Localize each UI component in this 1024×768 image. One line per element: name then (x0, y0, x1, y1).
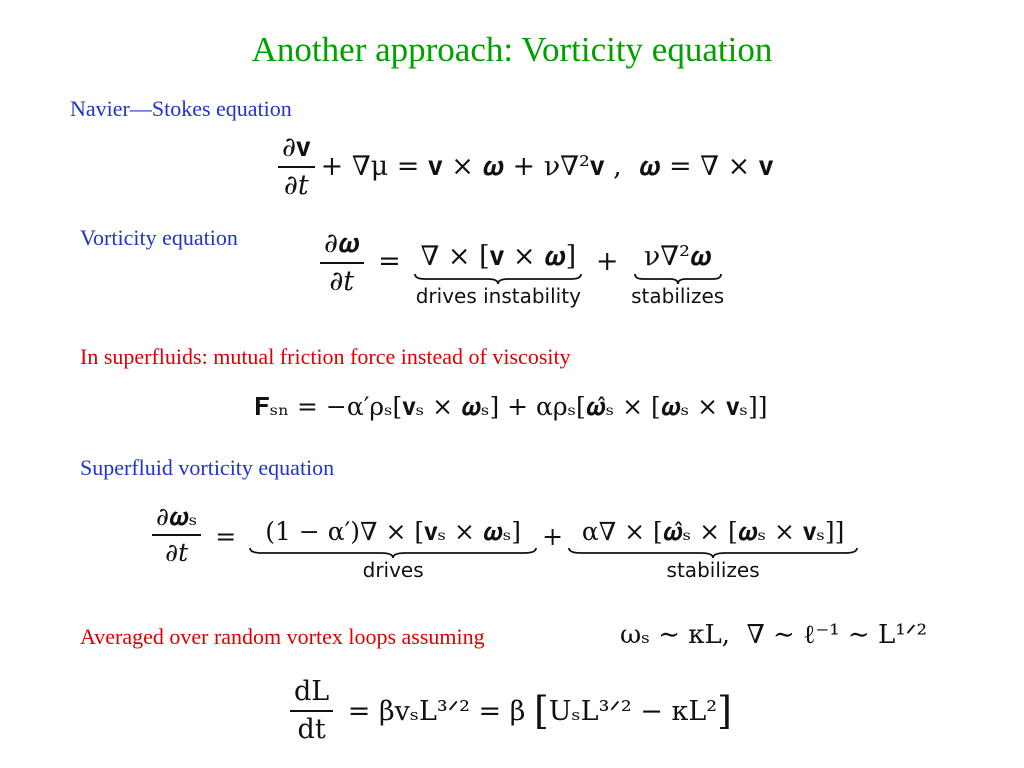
vort-denominator: ∂𝑡 (329, 266, 355, 298)
right-bracket: ] (717, 689, 732, 733)
slide-title: Another approach: Vorticity equation (251, 30, 773, 69)
assumption-formula: ωₛ ∼ κL, ∇ ∼ ℓ⁻¹ ∼ L¹ᐟ² (620, 620, 927, 650)
vort-term2: ν∇²𝝎 (643, 241, 712, 272)
ns-rhs: + ∇μ = 𝐯 × 𝝎 + ν∇²𝐯 , 𝝎 = ∇ × 𝐯 (320, 151, 774, 182)
vort-drives-term: ∇ × [𝐯 × 𝝎] drives instability (413, 242, 583, 307)
dLdt-rhs: = βvₛL³ᐟ² = β (339, 695, 534, 727)
vort-plus: + (587, 246, 628, 277)
underbrace-icon (633, 273, 722, 284)
underbrace-icon (568, 547, 859, 558)
superfluid-note: In superfluids: mutual friction force in… (80, 344, 571, 369)
navier-stokes-label: Navier—Stokes equation (70, 96, 292, 121)
ns-fraction: ∂𝐯 ∂𝑡 (278, 133, 315, 201)
dLdt-fraction: dL dt (290, 677, 334, 745)
vort-term1-caption: drives instability (415, 283, 581, 308)
friction-formula: 𝐅ₛₙ = −α′ρₛ[𝐯ₛ × 𝝎ₛ] + αρₛ[𝝎̂ₛ × [𝝎ₛ × 𝐯… (254, 392, 768, 421)
svort-term2-caption: stabilizes (666, 557, 760, 582)
navier-stokes-equation: ∂𝐯 ∂𝑡 + ∇μ = 𝐯 × 𝝎 + ν∇²𝐯 , 𝝎 = ∇ × 𝐯 (272, 132, 773, 202)
ns-denominator: ∂𝑡 (283, 170, 309, 201)
vorticity-label: Vorticity equation (80, 225, 238, 250)
vort-stabilizes-term: ν∇²𝝎 stabilizes (631, 242, 724, 307)
dLdt-denominator: dt (297, 714, 326, 745)
vorticity-equation: ∂𝝎 ∂𝑡 = ∇ × [𝐯 × 𝝎] drives instability +… (314, 228, 728, 318)
dLdt-inner: UₛL³ᐟ² − κL² (548, 695, 718, 727)
svort-term2: α∇ × [𝝎̂ₛ × [𝝎ₛ × 𝐯ₛ]] (581, 517, 845, 546)
superfluid-vorticity-equation: ∂𝝎ₛ ∂𝑡 = (1 − α′)∇ × [𝐯ₛ × 𝝎ₛ] drives + … (146, 502, 863, 592)
ns-numerator: ∂𝐯 (278, 133, 315, 168)
assumption-text: ωₛ ∼ κL, ∇ ∼ ℓ⁻¹ ∼ L¹ᐟ² (620, 620, 928, 650)
left-bracket: [ (533, 689, 549, 733)
mutual-friction-equation: 𝐅ₛₙ = −α′ρₛ[𝐯ₛ × 𝝎ₛ] + αρₛ[𝝎̂ₛ × [𝝎ₛ × 𝐯… (254, 392, 767, 422)
dLdt-equation: dL dt = βvₛL³ᐟ² = β [ UₛL³ᐟ² − κL² ] (284, 672, 732, 750)
underbrace-icon (249, 547, 538, 558)
vort-numerator: ∂𝝎 (320, 229, 364, 265)
svort-equals: = (207, 522, 245, 551)
svort-plus: + (542, 522, 564, 551)
vort-term2-caption: stabilizes (631, 283, 725, 308)
vort-fraction: ∂𝝎 ∂𝑡 (320, 229, 364, 298)
vort-equals: = (369, 246, 410, 277)
averaged-label: Averaged over random vortex loops assumi… (80, 624, 485, 649)
svort-numerator: ∂𝝎ₛ (152, 503, 202, 537)
superfluid-vorticity-label: Superfluid vorticity equation (80, 455, 335, 480)
vort-term1: ∇ × [𝐯 × 𝝎] (420, 241, 577, 272)
svort-drives-term: (1 − α′)∇ × [𝐯ₛ × 𝝎ₛ] drives (248, 518, 538, 581)
underbrace-icon (414, 273, 583, 284)
dLdt-numerator: dL (290, 677, 334, 712)
svort-term1: (1 − α′)∇ × [𝐯ₛ × 𝝎ₛ] (265, 517, 522, 546)
svort-stabilizes-term: α∇ × [𝝎̂ₛ × [𝝎ₛ × 𝐯ₛ]] stabilizes (567, 518, 859, 581)
svort-fraction: ∂𝝎ₛ ∂𝑡 (152, 503, 202, 568)
svort-term1-caption: drives (362, 557, 424, 582)
svort-denominator: ∂𝑡 (165, 538, 189, 568)
